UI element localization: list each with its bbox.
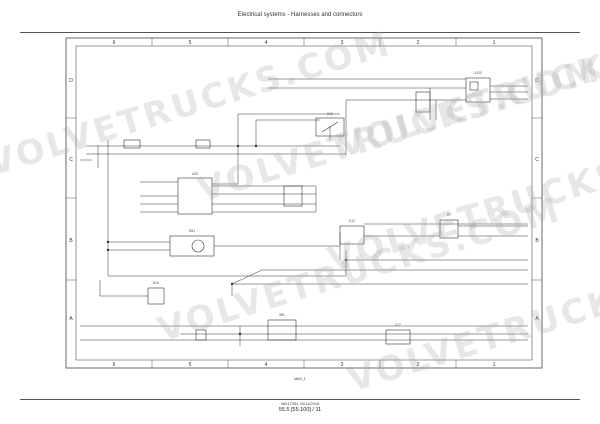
connector-x81-box xyxy=(267,319,297,341)
connector-x77-box xyxy=(385,329,411,345)
sensor-b14-box xyxy=(147,287,165,305)
label-connector-x77: X77 xyxy=(395,323,401,327)
col-label-bottom-2: 2 xyxy=(417,362,420,368)
col-label-bottom-5: 5 xyxy=(189,362,192,368)
label-relay-x123: X123 xyxy=(474,71,482,75)
row-label-left-c: C xyxy=(69,157,73,163)
col-label-top-3: 3 xyxy=(341,40,344,46)
relay-x123-box xyxy=(465,77,491,103)
junction-dot xyxy=(106,248,110,252)
junction-dot xyxy=(344,258,348,262)
col-label-top-5: 5 xyxy=(189,40,192,46)
col-label-top-1: 1 xyxy=(493,40,496,46)
label-sensor-b14: B14 xyxy=(153,281,159,285)
relay-k12-box xyxy=(339,225,365,245)
footer-divider xyxy=(20,399,580,400)
small-relay-bottom xyxy=(195,329,207,341)
fuse-c-row xyxy=(123,139,141,149)
row-label-right-d: D xyxy=(535,78,539,84)
label-relay-k12: K12 xyxy=(349,219,355,223)
col-label-bottom-6: 6 xyxy=(113,362,116,368)
col-label-bottom-3: 3 xyxy=(341,362,344,368)
col-label-bottom-1: 1 xyxy=(493,362,496,368)
col-label-top-4: 4 xyxy=(265,40,268,46)
module-a25-box xyxy=(177,177,213,215)
label-motor-m11: M11 xyxy=(189,229,195,233)
junction-dot xyxy=(236,144,240,148)
label-connector-x81: X81 xyxy=(279,313,285,317)
resistor-r7-box xyxy=(439,219,459,239)
frame-column-ticks xyxy=(66,38,542,368)
relay-k10-switch xyxy=(321,121,339,133)
junction-dot xyxy=(254,144,258,148)
label-resistor-r7: R7 xyxy=(447,213,451,217)
junction-dot xyxy=(230,282,234,286)
col-label-top-2: 2 xyxy=(417,40,420,46)
row-label-left-d: D xyxy=(69,78,73,84)
connector-block-mid xyxy=(283,185,303,207)
header-divider xyxy=(20,32,580,33)
relay-k10-box xyxy=(315,117,345,137)
junction-dot xyxy=(238,332,242,336)
footer-doc-ref: 48017354 20/11/2018 xyxy=(280,401,320,406)
page-header-title: Electrical systems - Harnesses and conne… xyxy=(237,12,363,18)
row-label-right-c: C xyxy=(535,157,539,163)
relay-x123-coil xyxy=(469,81,479,91)
sheet-ref-label: MAS_1 xyxy=(294,377,306,381)
row-label-right-a: A xyxy=(535,316,539,322)
row-label-left-b: B xyxy=(69,238,73,244)
motor-m11-symbol xyxy=(191,239,205,253)
fuse-c-row-2 xyxy=(195,139,211,149)
col-label-top-6: 6 xyxy=(113,40,116,46)
row-label-left-a: A xyxy=(69,316,73,322)
motor-m11-box xyxy=(169,235,215,257)
wire-network xyxy=(80,78,528,346)
label-relay-k10: K10 xyxy=(327,112,333,116)
footer-page-number: 55.5 [55.100] / 11 xyxy=(278,407,322,413)
junction-dot xyxy=(106,240,110,244)
connector-block-top xyxy=(415,91,431,113)
row-label-right-b: B xyxy=(535,238,539,244)
label-module-a25: A25 xyxy=(192,172,198,176)
col-label-bottom-4: 4 xyxy=(265,362,268,368)
